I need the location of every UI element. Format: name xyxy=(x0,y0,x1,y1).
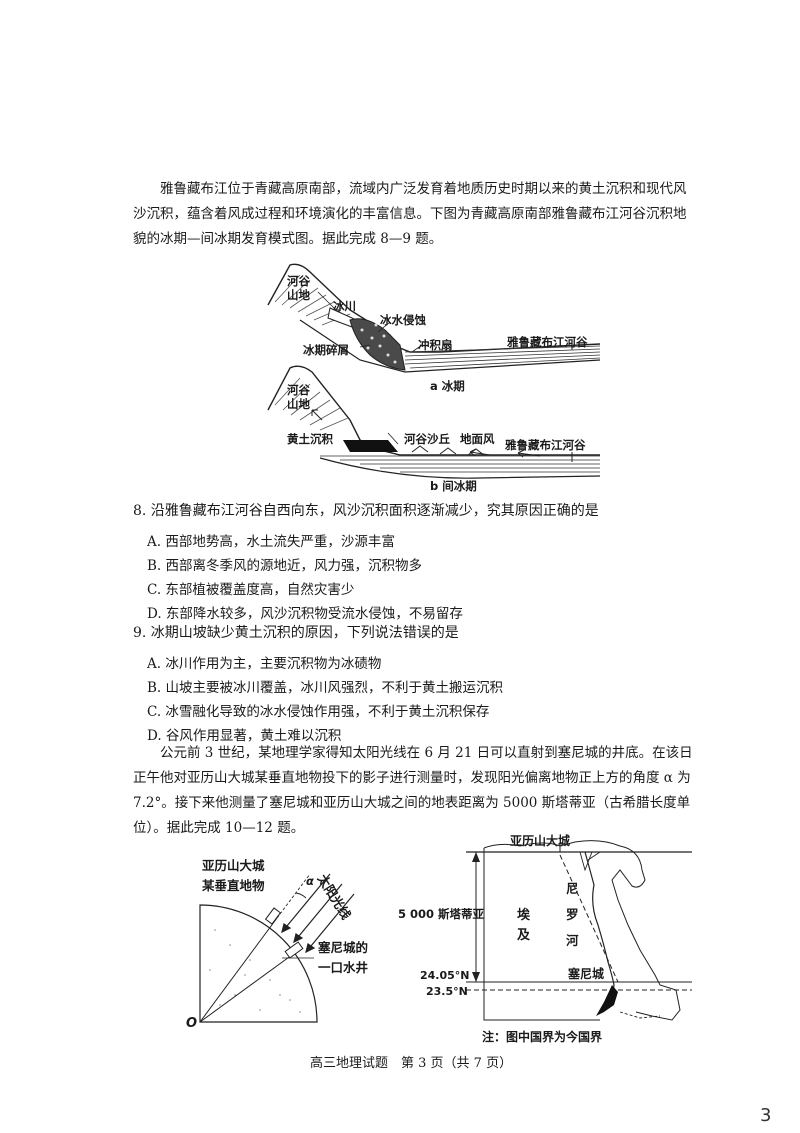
fig-d-note: 注：图中国界为今国界 xyxy=(482,1030,603,1044)
q9-option-d[interactable]: D. 谷风作用显著，黄土难以沉积 xyxy=(147,728,342,744)
q9-option-c[interactable]: C. 冰雪融化导致的冰水侵蚀作用强，不利于黄土沉积保存 xyxy=(147,704,490,720)
intro-line-2: 沙沉积，蕴含着风成过程和环境演化的丰富信息。下图为青藏高原南部雅鲁藏布江河谷沉积… xyxy=(133,206,687,222)
fig-d-nile-label: 尼 罗 河 xyxy=(566,881,579,948)
fig-a-caption: a 冰期 xyxy=(430,379,465,393)
intro2-line-4: 位）。据此完成 10—12 题。 xyxy=(133,820,305,836)
fig-d-egypt-label: 埃 及 xyxy=(517,908,531,943)
fig-d-lat1-label: 24.05°N xyxy=(420,969,470,982)
page-footer: 高三地理试题 第 3 页（共 7 页） xyxy=(310,1056,513,1071)
figure-d-map xyxy=(466,840,692,1021)
intro2-line-2: 正午他对亚历山大城某垂直地物投下的影子进行测量时，发现阳光偏离地物正上方的角度 … xyxy=(133,770,691,786)
q8-stem: 8. 沿雅鲁藏布江河谷自西向东，风沙沉积面积逐渐减少，究其原因正确的是 xyxy=(133,503,599,519)
page-number: 3 xyxy=(760,1105,772,1126)
fig-a-glacier-label: 冰川 xyxy=(333,299,356,313)
fig-a-valley-label: 雅鲁藏布江河谷 xyxy=(507,335,588,349)
fig-d-syene-label: 塞尼城 xyxy=(568,967,605,981)
fig-d-alex-label: 亚历山大城 xyxy=(510,834,571,848)
intro2-line-1: 公元前 3 世纪，某地理学家得知太阳光线在 6 月 21 日可以直射到塞尼城的井… xyxy=(160,745,693,761)
fig-c-well-label: 塞尼城的 一口水井 xyxy=(318,940,369,975)
intro2-line-3: 7.2°。接下来他测量了塞尼城和亚历山大城之间的地表距离为 5000 斯塔蒂亚（… xyxy=(133,795,691,811)
q8-option-d[interactable]: D. 东部降水较多，风沙沉积物受流水侵蚀，不易留存 xyxy=(147,606,463,622)
q8-option-b[interactable]: B. 西部离冬季风的源地近，风力强，沉积物多 xyxy=(147,558,423,574)
fig-d-distance-label: 5 000 斯塔蒂亚 xyxy=(398,907,485,921)
q9-option-b[interactable]: B. 山坡主要被冰川覆盖，冰川风强烈，不利于黄土搬运沉积 xyxy=(147,680,504,696)
fig-c-alpha-label: α xyxy=(306,874,314,888)
fig-b-valley-label: 雅鲁藏布江河谷 xyxy=(505,438,586,452)
intro-line-1: 雅鲁藏布江位于青藏高原南部，流域内广泛发育着地质历史时期以来的黄土沉积和现代风 xyxy=(160,181,687,197)
fig-b-caption: b 间冰期 xyxy=(430,479,477,493)
fig-a-mountain-label: 河谷 山地 xyxy=(287,274,310,302)
fig-d-lat2-label: 23.5°N xyxy=(426,985,468,998)
figure-c-diagram xyxy=(199,873,355,1023)
q9-stem: 9. 冰期山坡缺少黄土沉积的原因，下列说法错误的是 xyxy=(133,625,459,641)
fig-b-mountain-label: 河谷 山地 xyxy=(287,383,310,411)
fig-a-fan-label: 冲积扇 xyxy=(418,338,453,352)
fig-c-origin-label: O xyxy=(186,1016,198,1031)
fig-b-dune-label: 河谷沙丘 xyxy=(404,432,450,446)
q9-option-a[interactable]: A. 冰川作用为主，主要沉积物为冰碛物 xyxy=(147,656,382,672)
figure-b-diagram xyxy=(267,365,601,479)
fig-c-alex-object-label: 亚历山大城 某垂直地物 xyxy=(202,858,265,893)
fig-b-wind-label: 地面风 xyxy=(460,432,495,446)
intro-line-3: 貌的冰期—间冰期发育模式图。据此完成 8—9 题。 xyxy=(133,231,443,247)
figure-a-diagram xyxy=(267,263,601,373)
fig-b-loess-label: 黄土沉积 xyxy=(287,432,333,446)
q8-option-c[interactable]: C. 东部植被覆盖度高，自然灾害少 xyxy=(147,582,355,598)
fig-a-erosion-label: 冰水侵蚀 xyxy=(380,313,426,327)
fig-a-debris-label: 冰期碎屑 xyxy=(303,343,349,357)
q8-option-a[interactable]: A. 西部地势高，水土流失严重，沙源丰富 xyxy=(147,534,395,550)
